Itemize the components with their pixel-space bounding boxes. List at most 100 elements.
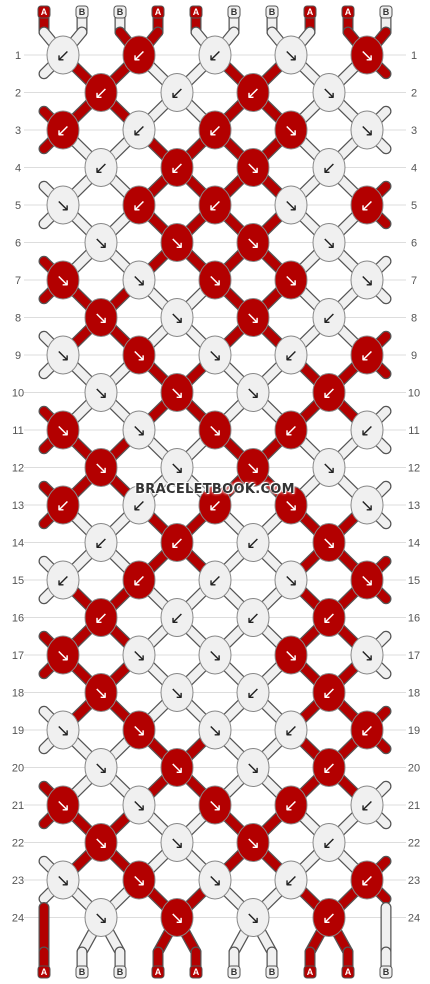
knot-direction-arrow: ↙ [56, 121, 70, 141]
knot: ↙ [350, 785, 384, 825]
knot-shape [122, 335, 156, 375]
knot: ↘ [46, 635, 80, 675]
knot-direction-arrow: ↙ [322, 609, 336, 629]
row-number-right: 5 [411, 200, 417, 212]
knot-shape [122, 35, 156, 75]
knot: ↙ [236, 598, 270, 637]
knot-shape [350, 635, 384, 675]
row-number-right: 17 [408, 650, 420, 662]
knot-direction-arrow: ↙ [246, 84, 260, 104]
knot: ↙ [122, 35, 156, 75]
knot-shape [198, 485, 232, 525]
row-number-right: 23 [408, 875, 420, 887]
row-number-left: 24 [12, 913, 24, 925]
knot-shape [312, 373, 346, 412]
knot-direction-arrow: ↙ [284, 721, 298, 741]
knot: ↘ [84, 298, 118, 337]
row-number-left: 2 [15, 88, 21, 100]
knot: ↘ [122, 260, 156, 300]
row-number-left: 3 [15, 125, 21, 137]
knot-direction-arrow: ↙ [94, 609, 108, 629]
row-number-left: 15 [12, 575, 24, 587]
knot-shape [312, 73, 346, 112]
knot: ↘ [350, 110, 384, 150]
knot-direction-arrow: ↘ [132, 271, 146, 291]
knot-shape [122, 635, 156, 675]
strand-label-bg [37, 965, 51, 979]
knot: ↘ [160, 748, 194, 787]
row-number-right: 19 [408, 725, 420, 737]
strand-label-bg [227, 965, 241, 979]
knot-direction-arrow: ↘ [208, 871, 222, 891]
knot: ↘ [84, 823, 118, 862]
knot: ↘ [274, 35, 308, 75]
knot-shape [84, 148, 118, 187]
knot-direction-arrow: ↘ [322, 84, 336, 104]
knot-direction-arrow: ↘ [94, 309, 108, 329]
knot: ↙ [198, 485, 232, 525]
knot: ↘ [236, 898, 270, 937]
knot-direction-arrow: ↘ [208, 421, 222, 441]
strand-label-bg [75, 5, 89, 19]
knot: ↘ [236, 298, 270, 337]
knot: ↙ [122, 185, 156, 225]
bottom-strand-label: A [345, 967, 352, 977]
knot-direction-arrow: ↙ [360, 796, 374, 816]
knot: ↘ [84, 673, 118, 712]
knot-shape [312, 598, 346, 637]
strand-label-bg [303, 965, 317, 979]
knot-shape [236, 148, 270, 187]
knot: ↘ [350, 35, 384, 75]
knot-shape [198, 185, 232, 225]
knot-direction-arrow: ↙ [94, 159, 108, 179]
knot-direction-arrow: ↘ [246, 309, 260, 329]
knot: ↘ [236, 148, 270, 187]
knot: ↘ [122, 785, 156, 825]
strand-label-bg [265, 965, 279, 979]
knot-direction-arrow: ↘ [132, 646, 146, 666]
row-number-right: 14 [408, 538, 420, 550]
knot: ↙ [84, 598, 118, 637]
knot-direction-arrow: ↙ [170, 84, 184, 104]
knot: ↙ [84, 73, 118, 112]
row-number-right: 22 [408, 838, 420, 850]
knot: ↘ [274, 485, 308, 525]
knot: ↙ [46, 110, 80, 150]
knot: ↙ [198, 560, 232, 600]
row-number-left: 10 [12, 388, 24, 400]
row-number-right: 13 [408, 500, 420, 512]
knot: ↙ [84, 148, 118, 187]
knot-shape [160, 148, 194, 187]
row-number-right: 7 [411, 275, 417, 287]
knot-direction-arrow: ↘ [208, 646, 222, 666]
knot-direction-arrow: ↘ [56, 871, 70, 891]
knot-shape [274, 260, 308, 300]
knot-direction-arrow: ↘ [170, 684, 184, 704]
knot-shape [46, 260, 80, 300]
knot-shape [274, 110, 308, 150]
knot-shape [350, 485, 384, 525]
knot: ↙ [122, 485, 156, 525]
knot: ↙ [312, 898, 346, 937]
knot-direction-arrow: ↘ [56, 721, 70, 741]
knot: ↘ [350, 635, 384, 675]
knot: ↘ [350, 260, 384, 300]
bottom-strand-label: B [79, 967, 86, 977]
row-number-left: 18 [12, 688, 24, 700]
knot-shape [160, 673, 194, 712]
knot-shape [236, 748, 270, 787]
knot-shape [350, 710, 384, 750]
knot: ↘ [274, 260, 308, 300]
knot-shape [122, 860, 156, 900]
row-number-right: 24 [408, 913, 420, 925]
knot: ↘ [198, 785, 232, 825]
knot: ↘ [84, 898, 118, 937]
bottom-strand-label: A [193, 967, 200, 977]
knot-shape [350, 335, 384, 375]
knot: ↙ [312, 748, 346, 787]
knot-shape [160, 823, 194, 862]
knot-shape [46, 185, 80, 225]
top-strand-label: B [269, 7, 276, 17]
